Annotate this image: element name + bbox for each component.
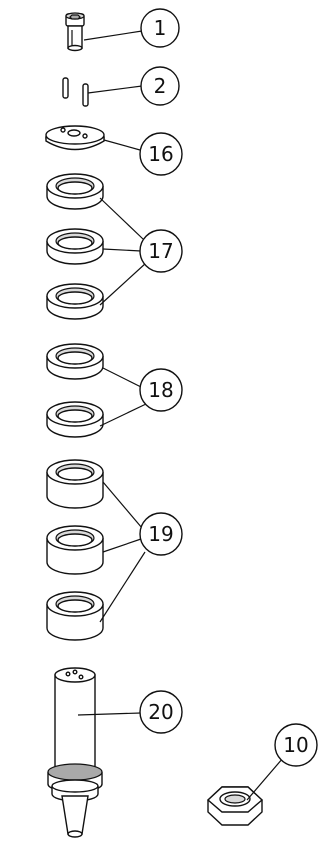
part-17-ring-3: [46, 283, 104, 320]
callout-2-label: 2: [154, 74, 167, 98]
part-19-bushing-3: [46, 591, 104, 641]
callout-17: 17: [139, 229, 183, 273]
leader-10: [246, 757, 284, 801]
part-18-ring-1: [46, 343, 104, 380]
callout-20-label: 20: [148, 700, 173, 724]
callout-20: 20: [139, 690, 183, 734]
leader-18a: [102, 367, 142, 388]
callout-1: 1: [140, 8, 180, 48]
leader-17b: [102, 248, 142, 252]
callout-19-label: 19: [148, 522, 173, 546]
leader-19a: [102, 481, 143, 529]
leader-20: [77, 712, 142, 716]
callout-10: 10: [274, 723, 318, 767]
leader-19b: [102, 538, 142, 553]
leader-17a: [99, 197, 144, 240]
callout-18-label: 18: [148, 378, 173, 402]
leader-19c: [99, 551, 146, 623]
callout-1-label: 1: [154, 16, 167, 40]
leader-18b: [99, 403, 147, 427]
leader-16: [103, 139, 141, 151]
callout-19: 19: [139, 512, 183, 556]
part-19-bushing-1: [46, 459, 104, 509]
part-19-bushing-2: [46, 525, 104, 575]
part-17-ring-1: [46, 173, 104, 210]
callout-16-label: 16: [148, 142, 173, 166]
leader-17c: [99, 262, 147, 306]
leader-2: [87, 85, 143, 94]
part-17-ring-2: [46, 228, 104, 265]
leader-1: [83, 30, 143, 41]
callout-18: 18: [139, 368, 183, 412]
callout-17-label: 17: [148, 239, 173, 263]
part-20-spindle: [47, 667, 103, 838]
part-10-hex-nut: [206, 786, 264, 826]
part-18-ring-2: [46, 401, 104, 438]
callout-2: 2: [140, 66, 180, 106]
part-16-cover-plate: [45, 125, 105, 151]
part-1-cap-screw: [65, 12, 85, 52]
part-2-dowel-pins: [62, 77, 89, 107]
callout-10-label: 10: [283, 733, 308, 757]
callout-16: 16: [139, 132, 183, 176]
